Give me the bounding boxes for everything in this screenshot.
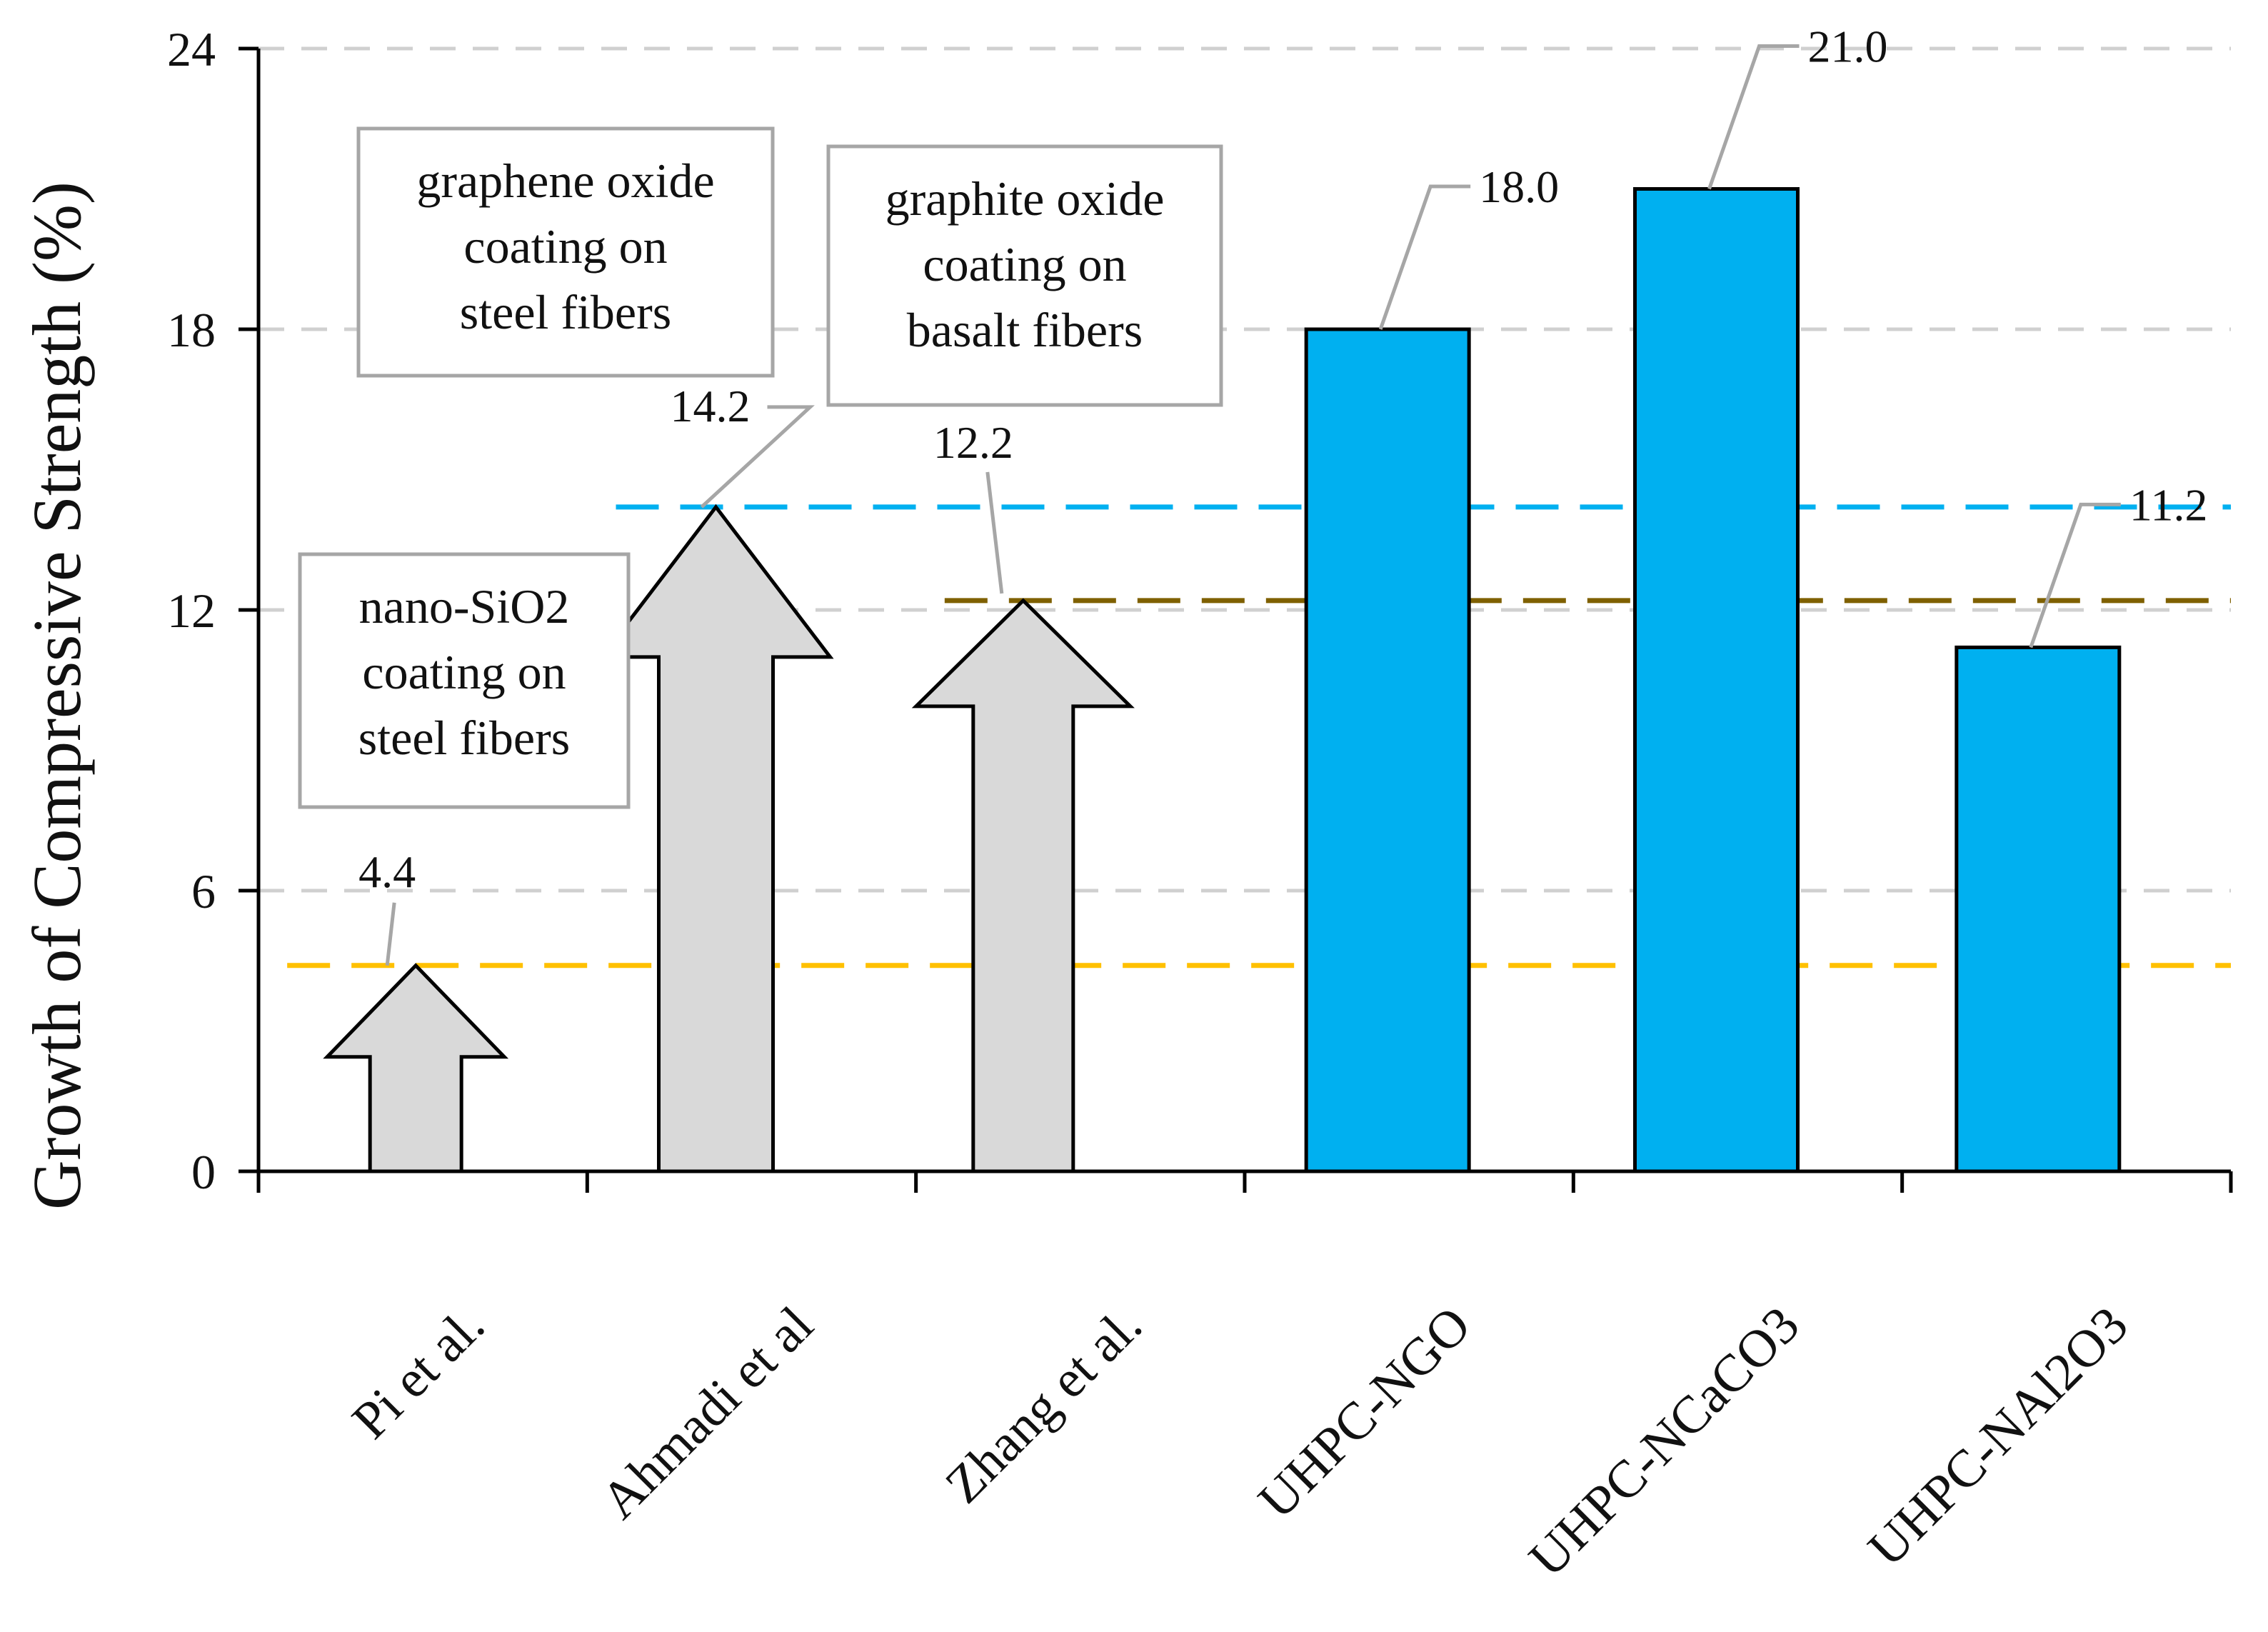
- leader-line: [700, 405, 815, 509]
- annotation-text: coating on: [923, 237, 1126, 291]
- leader-line: [1707, 44, 1800, 190]
- leader-line: [385, 902, 396, 966]
- leader-line: [1378, 184, 1471, 330]
- x-tick-label: Zhang et al.: [934, 1296, 1153, 1514]
- data-label: 21.0: [1808, 21, 1888, 72]
- annotation-text: steel fibers: [460, 285, 671, 339]
- x-tick-label: UHPC-NAl2O3: [1857, 1296, 2139, 1578]
- annotation-box: [356, 126, 775, 378]
- annotation-text: steel fibers: [358, 711, 570, 765]
- bar: [1304, 327, 1471, 1173]
- bar: [1955, 645, 2122, 1173]
- y-tick-label: 6: [191, 864, 216, 918]
- axes: [239, 46, 2233, 1193]
- data-label: 12.2: [933, 417, 1013, 468]
- y-tick-label: 24: [167, 22, 216, 76]
- annotation-text: nano-SiO2: [359, 579, 570, 634]
- data-marks: [323, 187, 2122, 1173]
- x-tick-label: Pi et al.: [341, 1296, 496, 1450]
- annotation-text: basalt fibers: [907, 303, 1143, 357]
- data-label: 18.0: [1479, 161, 1559, 212]
- annotation-text: graphite oxide: [885, 171, 1165, 226]
- data-label: 4.4: [358, 846, 416, 897]
- y-tick-label: 12: [167, 584, 216, 638]
- annotation-text: graphene oxide: [416, 154, 714, 208]
- x-tick-label: Ahmadi et al: [590, 1296, 824, 1530]
- x-tick-label: UHPC-NGO: [1248, 1296, 1482, 1530]
- leader-line: [985, 471, 1004, 594]
- x-tick-label: UHPC-NCaCO3: [1518, 1296, 1811, 1588]
- data-label: 14.2: [671, 381, 751, 431]
- data-label: 11.2: [2129, 479, 2208, 530]
- annotation-text: coating on: [463, 219, 667, 274]
- gridlines: [259, 46, 2231, 893]
- annotation-text: coating on: [362, 645, 566, 699]
- y-tick-label: 18: [167, 303, 216, 357]
- annotation-box: [826, 144, 1223, 407]
- arrow-marker: [911, 598, 1135, 1173]
- y-axis-title: Growth of Compressive Strength (%): [19, 181, 95, 1210]
- labels: 0 6 12 18 24 Pi et al. Ahmadi et al Zhang et al…: [167, 21, 2207, 1588]
- arrow-marker: [323, 963, 509, 1173]
- leader-line: [2029, 502, 2121, 649]
- arrow-marker: [598, 504, 834, 1173]
- y-tick-label: 0: [191, 1145, 216, 1199]
- annotation-box: [298, 552, 631, 809]
- bar: [1633, 187, 1800, 1173]
